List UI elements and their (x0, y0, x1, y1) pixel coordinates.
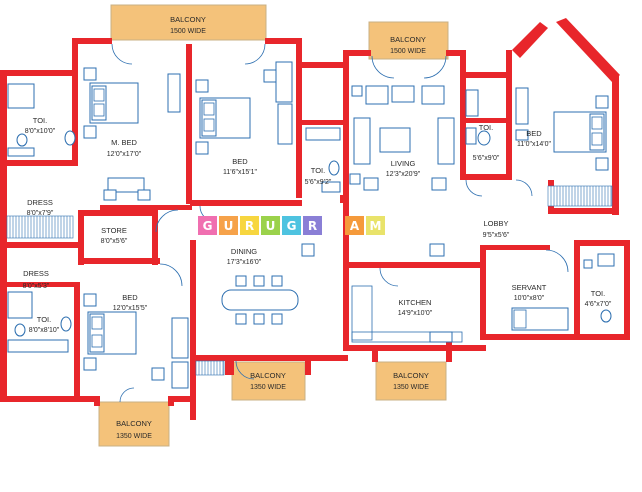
room-toi5-dim: 4'6"x7'0" (585, 301, 612, 308)
watermark-tile (219, 216, 238, 235)
room-bed2-dim: 11'0"x14'0" (517, 141, 551, 148)
door-swings (111, 43, 569, 403)
watermark-letter: U (266, 219, 276, 233)
room-lobby-name: LOBBY (483, 219, 508, 228)
room-toi5-name: TOI. (591, 289, 605, 298)
balcony-bottom-right: BALCONY 1350 WIDE (375, 361, 447, 401)
watermark-tile (261, 216, 280, 235)
watermark-tile (303, 216, 322, 235)
watermark-letter: G (287, 219, 297, 233)
balcony-bottom-mid: BALCONY 1350 WIDE (231, 361, 306, 401)
room-toi2-dim: 8'0"x8'10" (29, 327, 60, 334)
watermark-tile (240, 216, 259, 235)
balcony-bottom-left-dim: 1350 WIDE (116, 433, 152, 440)
balcony-bottom-right-name: BALCONY (393, 371, 429, 380)
room-living-dim: 12'3"x20'9" (386, 171, 421, 178)
room-toi3-name: TOI. (311, 166, 325, 175)
watermark-tile (198, 216, 217, 235)
balcony-top-mid-name: BALCONY (390, 35, 426, 44)
balcony-bottom-right-dim: 1350 WIDE (393, 384, 429, 391)
balcony-top-left: BALCONY 1500 WIDE (110, 4, 267, 41)
room-toi3-dim: 5'6"x9'2" (305, 179, 332, 186)
room-dress1-name: DRESS (27, 198, 53, 207)
balcony-top-left-dim: 1500 WIDE (170, 28, 206, 35)
window-grilles (6, 185, 613, 376)
room-bed3-dim: 12'0"x15'5" (113, 305, 148, 312)
room-bed2-name: BED (526, 129, 542, 138)
room-dress1-dim: 8'0"x7'9" (27, 210, 54, 217)
room-dress2-name: DRESS (23, 269, 49, 278)
room-dining-dim: 17'3"x16'0" (227, 259, 262, 266)
watermark-letter: R (245, 219, 254, 233)
balcony-top-left-name: BALCONY (170, 15, 206, 24)
room-living-name: LIVING (391, 159, 416, 168)
room-dining-name: DINING (231, 247, 257, 256)
room-toi2-name: TOI. (37, 315, 51, 324)
room-bed1-dim: 11'6"x15'1" (223, 169, 257, 176)
room-lobby-dim: 9'5"x5'6" (483, 232, 510, 239)
watermark-letter: • (330, 219, 338, 233)
room-kitchen-name: KITCHEN (399, 298, 432, 307)
watermark-letter: M (370, 219, 382, 233)
room-store-dim: 8'0"x5'6" (101, 238, 128, 245)
room-bed1-name: BED (232, 157, 248, 166)
room-toi4-name: TOI. (479, 123, 493, 132)
watermark-tile (282, 216, 301, 235)
room-m-bed-dim: 12'0"x17'0" (107, 151, 142, 158)
watermark-tile (345, 216, 364, 235)
room-toi1-name: TOI. (33, 116, 47, 125)
walls (0, 18, 630, 420)
furniture (7, 61, 615, 389)
balcony-bottom-mid-name: BALCONY (250, 371, 286, 380)
watermark-tile (366, 216, 385, 235)
room-dress2-dim: 8'0"x5'3" (23, 283, 50, 290)
room-bed3-name: BED (122, 293, 138, 302)
watermark-letter: U (224, 219, 234, 233)
room-servant-name: SERVANT (512, 283, 547, 292)
room-servant-dim: 10'0"x8'0" (514, 295, 545, 302)
balcony-bottom-left: BALCONY 1350 WIDE (98, 401, 170, 447)
room-kitchen-dim: 14'9"x10'0" (398, 310, 433, 317)
room-labels: M. BED 12'0"x17'0" BED 11'6"x15'1" BED 1… (23, 116, 612, 334)
watermark-letter: A (350, 219, 360, 233)
room-m-bed-name: M. BED (111, 138, 137, 147)
watermark-letter: G (203, 219, 213, 233)
balcony-bottom-left-name: BALCONY (116, 419, 152, 428)
balcony-top-mid-dim: 1500 WIDE (390, 48, 426, 55)
room-store-name: STORE (101, 226, 127, 235)
watermark-letter: R (308, 219, 317, 233)
room-toi1-dim: 8'0"x10'0" (25, 128, 56, 135)
balcony-bottom-mid-dim: 1350 WIDE (250, 384, 286, 391)
room-toi4-dim: 5'6"x9'0" (473, 155, 500, 162)
balcony-top-mid: BALCONY 1500 WIDE (368, 21, 449, 60)
